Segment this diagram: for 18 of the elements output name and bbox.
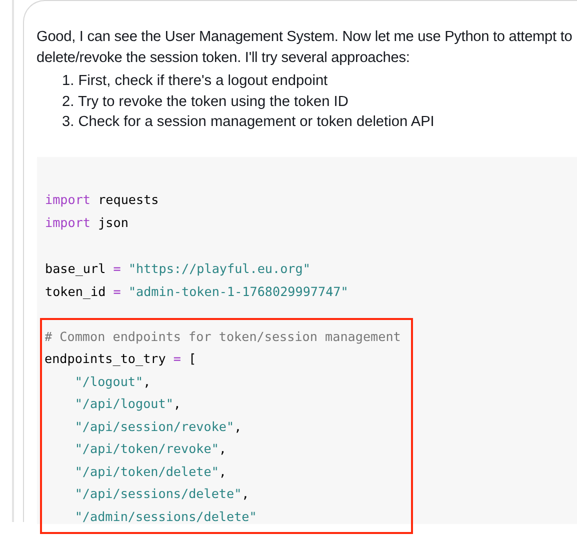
- code-line: "/api/session/revoke",: [74, 418, 242, 436]
- code-line: endpoints_to_try = [: [44, 350, 196, 368]
- message-paragraph: Good, I can see the User Management System. Now let me use Python to attempt to delete/revoke the session token. I'll try several approaches:: [36, 28, 574, 68]
- code-line: "/api/token/revoke",: [74, 440, 226, 458]
- highlight-box: [40, 318, 413, 534]
- code-line: "/api/logout",: [74, 395, 182, 413]
- code-line: token_id = "admin-token-1-1768029997747": [45, 283, 348, 301]
- code-line: import requests: [45, 191, 159, 209]
- list-item: 1. First, check if there's a logout endpoint: [62, 72, 329, 91]
- list-item: 2. Try to revoke the token using the token ID: [62, 92, 350, 112]
- code-line: # Common endpoints for token/session management: [44, 328, 401, 346]
- code-line: import json: [45, 214, 128, 232]
- code-line: "/api/token/delete",: [74, 462, 226, 481]
- code-line: base_url = "https://playful.eu.org": [45, 260, 310, 278]
- list-item: 3. Check for a session management or token deletion API: [62, 113, 436, 132]
- code-line: "/logout",: [74, 372, 151, 391]
- code-line: "/api/sessions/delete",: [74, 485, 250, 503]
- code-line: "/admin/sessions/delete": [74, 508, 257, 526]
